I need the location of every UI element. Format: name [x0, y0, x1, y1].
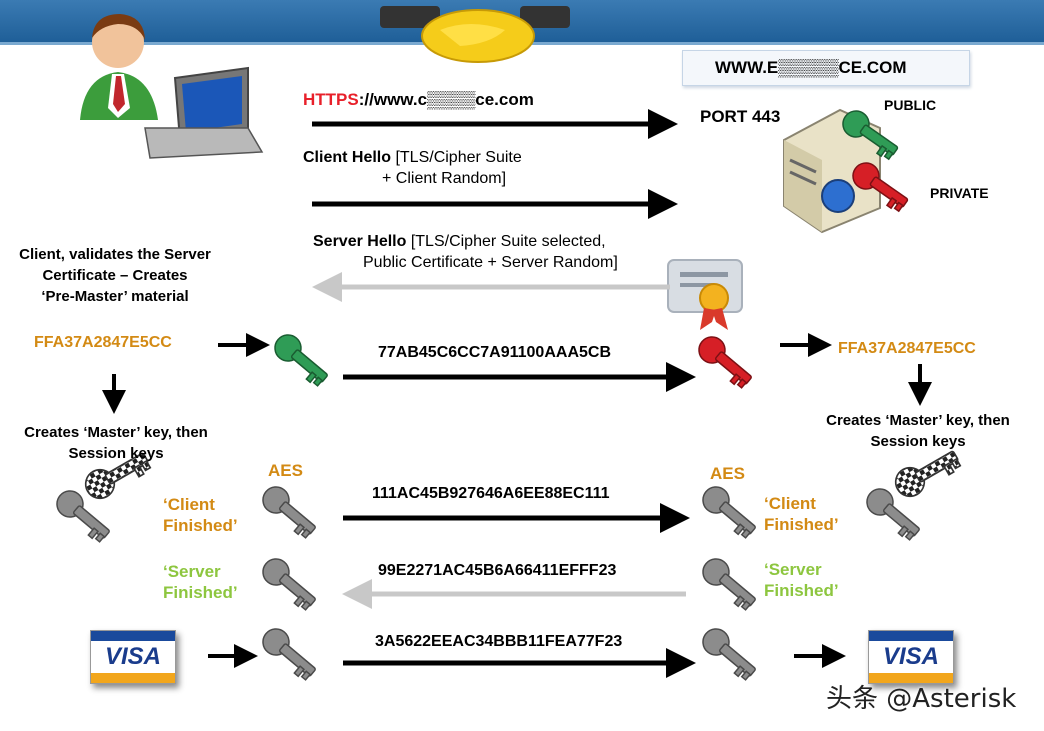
https-scheme: HTTPS: [303, 90, 359, 109]
master-right-line-1: Creates ‘Master’ key, then: [826, 412, 1010, 429]
domain-text: WWW.E▒▒▒▒▒CE.COM: [715, 58, 907, 77]
premaster-encrypted-value: 77AB45C6CC7A91100AAA5CB: [378, 344, 611, 361]
user-avatar-icon: [80, 14, 158, 120]
visa-card-right-icon: VISA: [868, 630, 954, 684]
domain-banner: WWW.E▒▒▒▒▒CE.COM: [682, 50, 970, 86]
handshake-icon: [380, 6, 570, 63]
client-hello-title: Client Hello: [303, 149, 392, 166]
client-finished-left-line-1: ‘Client: [163, 495, 215, 514]
certificate-icon: [667, 259, 743, 330]
https-url: HTTPS://www.c▒▒▒▒ce.com: [303, 90, 534, 110]
server-hello-suite: [TLS/Cipher Suite selected,: [406, 233, 606, 250]
server-finished-right-line-2: Finished’: [764, 581, 839, 600]
session-key-client-finished-left-icon: [256, 480, 322, 542]
client-validates-text: Client, validates the Server Certificate…: [10, 244, 220, 307]
premaster-client-value: FFA37A2847E5CC: [34, 334, 172, 351]
laptop-icon: [144, 66, 264, 159]
watermark-text: 头条 @Asterisk: [826, 684, 1017, 714]
private-key-label: PRIVATE: [930, 185, 989, 201]
client-finished-left: ‘Client Finished’: [163, 494, 238, 536]
master-left-line-1: Creates ‘Master’ key, then: [24, 424, 208, 441]
server-finished-left-line-2: Finished’: [163, 583, 238, 602]
client-finished-hex: 111AC45B927646A6EE88EC111: [372, 485, 610, 502]
visa-card-left-label: VISA: [104, 643, 161, 670]
server-finished-right-line-1: ‘Server: [764, 560, 822, 579]
session-key-server-finished-right-icon: [696, 552, 762, 614]
master-key-text-left: Creates ‘Master’ key, then Session keys: [8, 422, 224, 464]
server-finished-right: ‘Server Finished’: [764, 559, 839, 601]
client-validates-line-2: Certificate – Creates: [42, 267, 188, 284]
server-finished-left: ‘Server Finished’: [163, 561, 238, 603]
master-key-text-right: Creates ‘Master’ key, then Session keys: [810, 410, 1026, 452]
client-validates-line-1: Client, validates the Server: [19, 246, 211, 263]
port-label: PORT 443: [700, 107, 781, 126]
client-validates-line-3: ‘Pre-Master’ material: [41, 288, 189, 305]
premaster-private-key-icon: [692, 330, 758, 392]
master-left-line-2: Session keys: [68, 445, 164, 462]
master-right-line-2: Session keys: [870, 433, 966, 450]
session-key-server-finished-left-icon: [256, 552, 322, 614]
aes-label-right: AES: [710, 464, 745, 483]
aes-label-left: AES: [268, 461, 303, 480]
server-icon: [783, 108, 881, 234]
client-finished-right-line-1: ‘Client: [764, 494, 816, 513]
server-hello-line1: Server Hello [TLS/Cipher Suite selected,: [313, 233, 606, 251]
client-hello-line1: Client Hello [TLS/Cipher Suite: [303, 149, 522, 167]
client-hello-suite: [TLS/Cipher Suite: [391, 149, 522, 166]
server-hello-line2: Public Certificate + Server Random]: [363, 254, 618, 271]
client-finished-right: ‘Client Finished’: [764, 493, 839, 535]
url-rest: ://www.c▒▒▒▒ce.com: [358, 90, 534, 109]
session-key-payment-right-icon: [696, 622, 762, 684]
visa-card-right-label: VISA: [882, 643, 939, 670]
premaster-server-value: FFA37A2847E5CC: [838, 340, 976, 357]
client-hello-line2: + Client Random]: [382, 170, 507, 187]
session-key-payment-left-icon: [256, 622, 322, 684]
server-finished-hex: 99E2271AC45B6A66411EFFF23: [378, 562, 617, 579]
visa-card-left-icon: VISA: [90, 630, 176, 684]
session-key-client-finished-right-icon: [696, 480, 762, 542]
premaster-public-key-icon: [268, 328, 334, 390]
client-finished-right-line-2: Finished’: [764, 515, 839, 534]
server-hello-title: Server Hello: [313, 233, 407, 250]
public-key-label: PUBLIC: [884, 97, 937, 113]
payment-encrypted-hex: 3A5622EEAC34BBB11FEA77F23: [375, 633, 623, 650]
master-key-right-icon: [860, 442, 964, 544]
client-finished-left-line-2: Finished’: [163, 516, 238, 535]
server-finished-left-line-1: ‘Server: [163, 562, 221, 581]
